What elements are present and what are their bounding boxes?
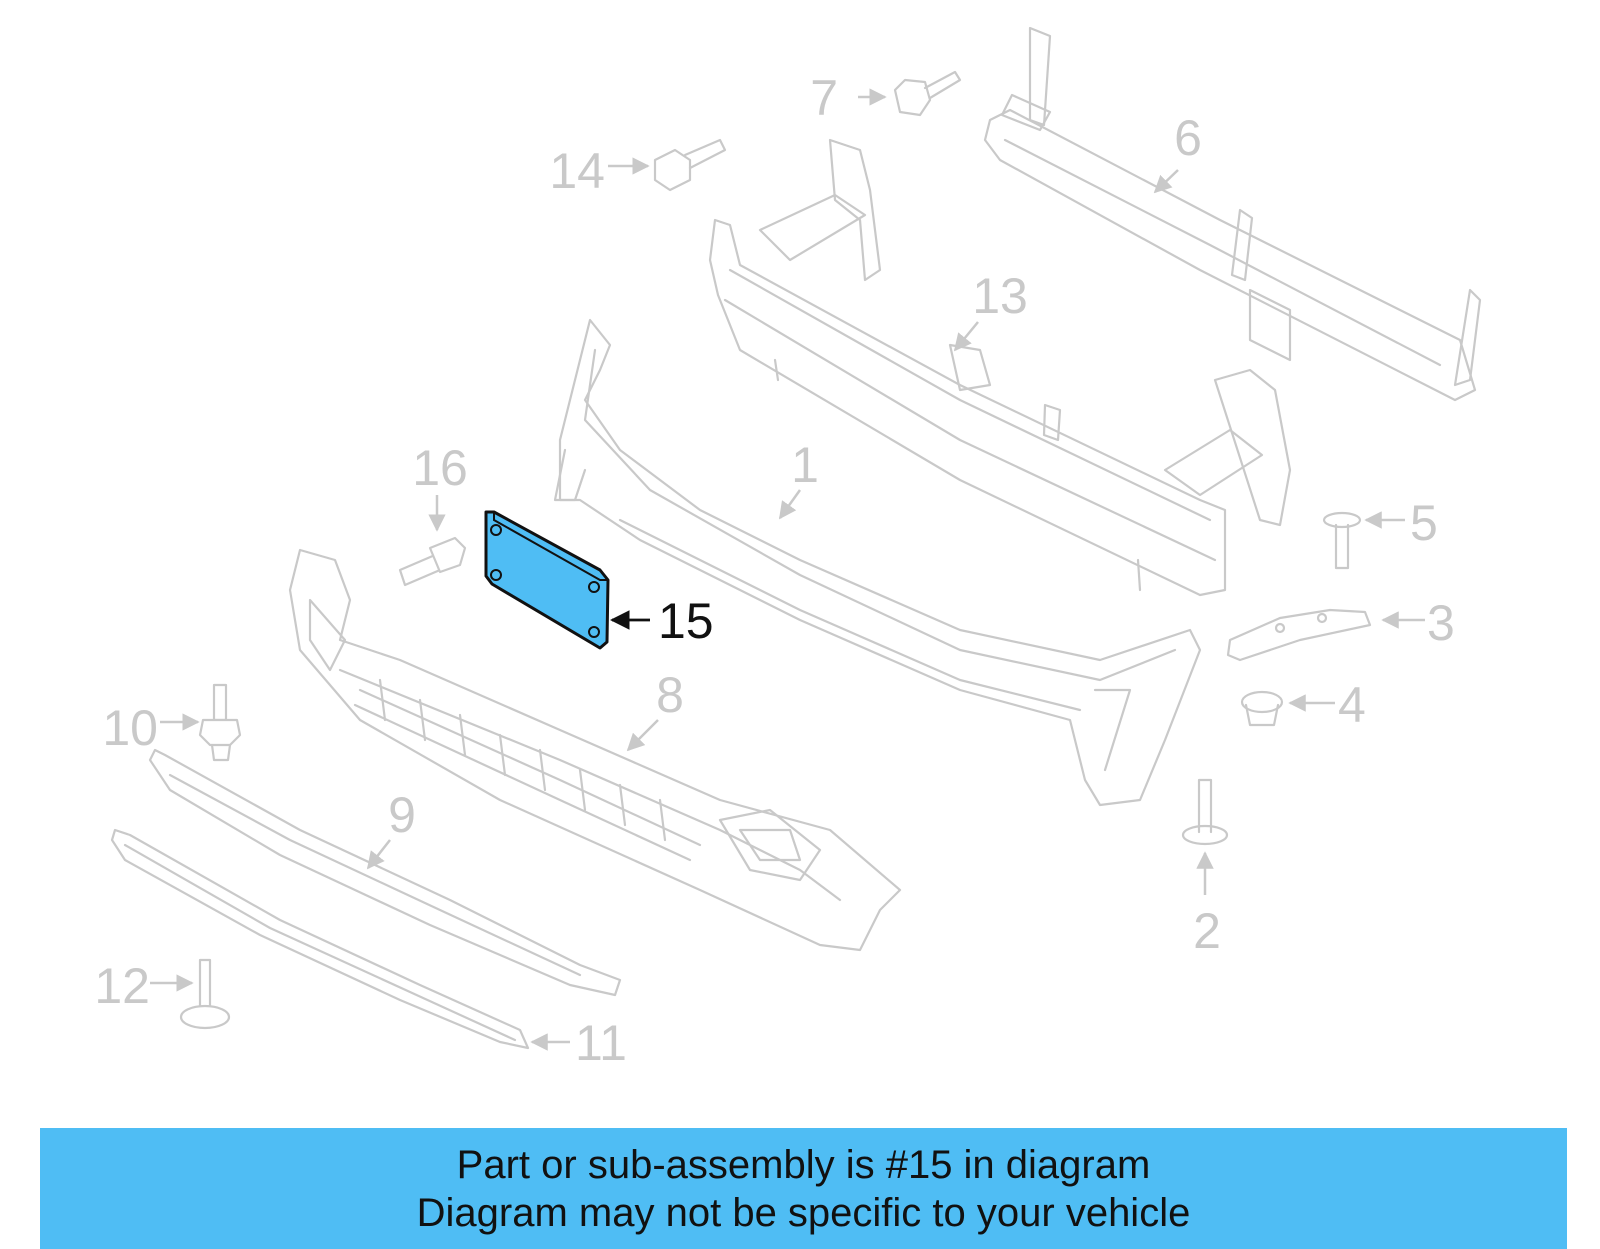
callout-9: 9	[388, 787, 416, 843]
part-13-bumper-beam	[708, 138, 1292, 597]
part-8-lower-grille	[288, 548, 902, 952]
callout-14: 14	[549, 143, 605, 199]
callout-4: 4	[1338, 677, 1366, 733]
caption-banner: Part or sub-assembly is #15 in diagram D…	[40, 1128, 1567, 1249]
part-1-bumper-cover	[553, 318, 1202, 807]
highlighted-part-15	[484, 510, 610, 650]
callout-10: 10	[102, 700, 158, 756]
fastener-16	[398, 536, 467, 587]
callout-6: 6	[1174, 110, 1202, 166]
callout-2: 2	[1193, 903, 1221, 959]
caption-line-1: Part or sub-assembly is #15 in diagram	[456, 1142, 1151, 1187]
part-9-lower-valance	[148, 748, 622, 997]
callout-3: 3	[1427, 595, 1455, 651]
callout-8: 8	[656, 667, 684, 723]
fastener-5	[1322, 511, 1362, 570]
callout-11: 11	[575, 1015, 627, 1071]
callout-13: 13	[972, 268, 1028, 324]
caption-line-2: Diagram may not be specific to your vehi…	[416, 1190, 1191, 1235]
fastener-4	[1240, 690, 1284, 727]
callout-12: 12	[94, 958, 150, 1014]
part-11-skid-trim	[110, 828, 530, 1050]
callout-5: 5	[1410, 495, 1438, 551]
fastener-2	[1181, 778, 1229, 846]
fastener-10	[198, 683, 242, 762]
fastener-3	[1226, 608, 1372, 662]
fastener-14	[653, 138, 727, 192]
fastener-12	[179, 958, 231, 1030]
part-15-license-plate-bracket	[484, 510, 610, 650]
part-6-upper-reinforcement	[983, 26, 1482, 402]
callout-1: 1	[791, 437, 819, 493]
fastener-7	[893, 70, 962, 117]
callout-7: 7	[810, 70, 838, 126]
callout-15: 15	[658, 593, 714, 649]
leader-lines	[150, 88, 1425, 1051]
callout-16: 16	[412, 440, 468, 496]
